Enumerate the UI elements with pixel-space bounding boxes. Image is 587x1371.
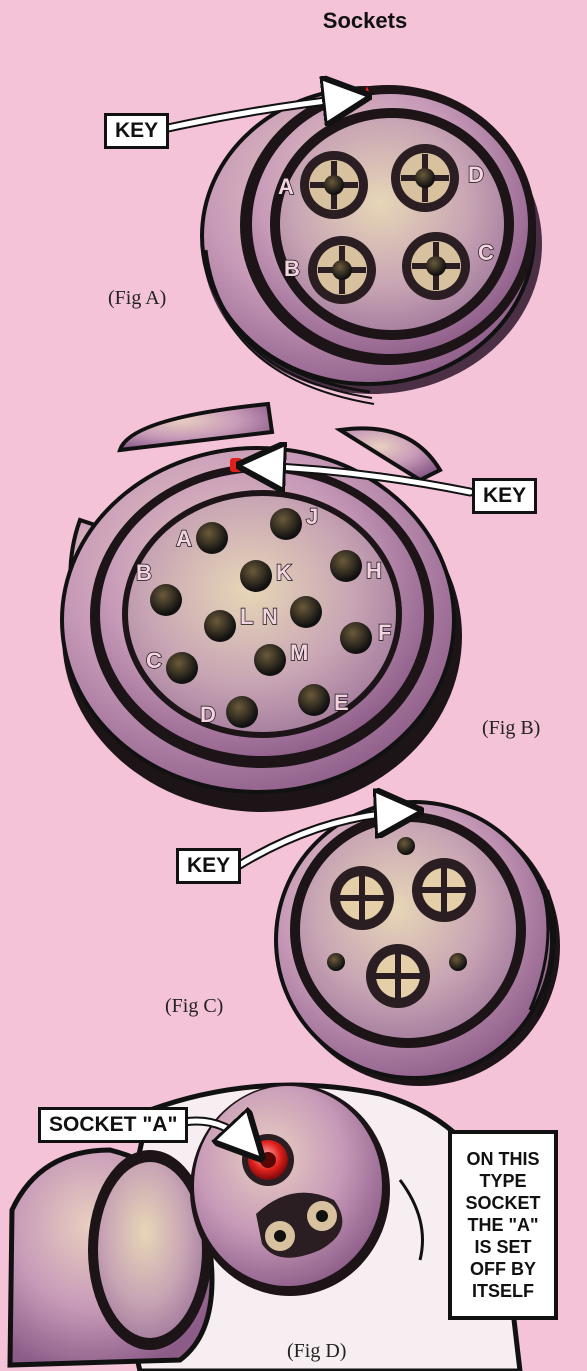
fig-b-connector: A J B K H L N F M C D E — [62, 404, 470, 812]
fig-c-socket-1 — [330, 866, 394, 930]
fig-d-note-box: ON THIS TYPE SOCKET THE "A" IS SET OFF B… — [448, 1130, 558, 1320]
fig-b-pin-label-l: L — [240, 604, 253, 629]
fig-b-pin-l — [204, 610, 236, 642]
note-line: ITSELF — [472, 1280, 534, 1302]
fig-b-pin-label-d: D — [200, 702, 216, 727]
fig-b-pin-label-c: C — [146, 648, 162, 673]
fig-b-pin-h — [330, 550, 362, 582]
fig-b-pin-label-j: J — [306, 504, 318, 529]
fig-b-pin-b — [150, 584, 182, 616]
fig-b-pin-label-f: F — [378, 620, 391, 645]
fig-b-pin-label-e: E — [334, 690, 349, 715]
fig-c-small-hole-2 — [327, 953, 345, 971]
fig-c-socket-2 — [412, 858, 476, 922]
fig-b-pin-n — [290, 596, 322, 628]
fig-a-pin-label-d: D — [468, 162, 484, 187]
fig-b-pin-label-a: A — [176, 526, 192, 551]
fig-c-small-hole-3 — [449, 953, 467, 971]
fig-b-pin-label-h: H — [366, 558, 382, 583]
fig-b-pin-k — [240, 560, 272, 592]
fig-c-key-marker — [412, 806, 422, 816]
fig-d-socket-label: SOCKET "A" — [38, 1107, 188, 1143]
fig-b-pin-c — [166, 652, 198, 684]
fig-b-pin-e — [298, 684, 330, 716]
note-line: THE "A" — [467, 1214, 538, 1236]
fig-a-socket-a — [300, 151, 368, 219]
fig-a-pin-label-c: C — [478, 240, 494, 265]
fig-b-pin-label-n: N — [262, 604, 278, 629]
fig-a-socket-c — [402, 232, 470, 300]
fig-b-pin-m — [254, 644, 286, 676]
note-line: SOCKET — [465, 1192, 540, 1214]
fig-a-socket-d — [391, 144, 459, 212]
fig-d-caption: (Fig D) — [287, 1340, 346, 1363]
note-line: ON THIS — [466, 1148, 539, 1170]
fig-b-pin-label-m: M — [290, 640, 308, 665]
fig-c-small-hole-1 — [397, 837, 415, 855]
fig-c-caption: (Fig C) — [165, 995, 223, 1018]
fig-b-pin-d — [226, 696, 258, 728]
fig-a-caption: (Fig A) — [108, 287, 166, 310]
fig-c-socket-3 — [366, 944, 430, 1008]
fig-b-pin-label-k: K — [276, 560, 292, 585]
fig-a-key-label: KEY — [104, 113, 169, 149]
fig-b-caption: (Fig B) — [482, 717, 540, 740]
fig-a-connector: A D B C — [168, 85, 542, 404]
fig-b-pin-j — [270, 508, 302, 540]
fig-a-pin-label-a: A — [278, 174, 294, 199]
fig-b-pin-f — [340, 622, 372, 654]
fig-b-key-marker — [230, 458, 242, 472]
fig-c-key-label: KEY — [176, 848, 241, 884]
fig-b-pin-label-b: B — [136, 560, 152, 585]
fig-b-pin-a — [196, 522, 228, 554]
fig-b-key-label: KEY — [472, 478, 537, 514]
note-line: TYPE — [479, 1170, 526, 1192]
note-line: IS SET — [474, 1236, 531, 1258]
fig-a-pin-label-b: B — [284, 256, 300, 281]
fig-a-socket-b — [308, 236, 376, 304]
fig-c-connector — [238, 802, 560, 1086]
note-line: OFF BY — [470, 1258, 536, 1280]
